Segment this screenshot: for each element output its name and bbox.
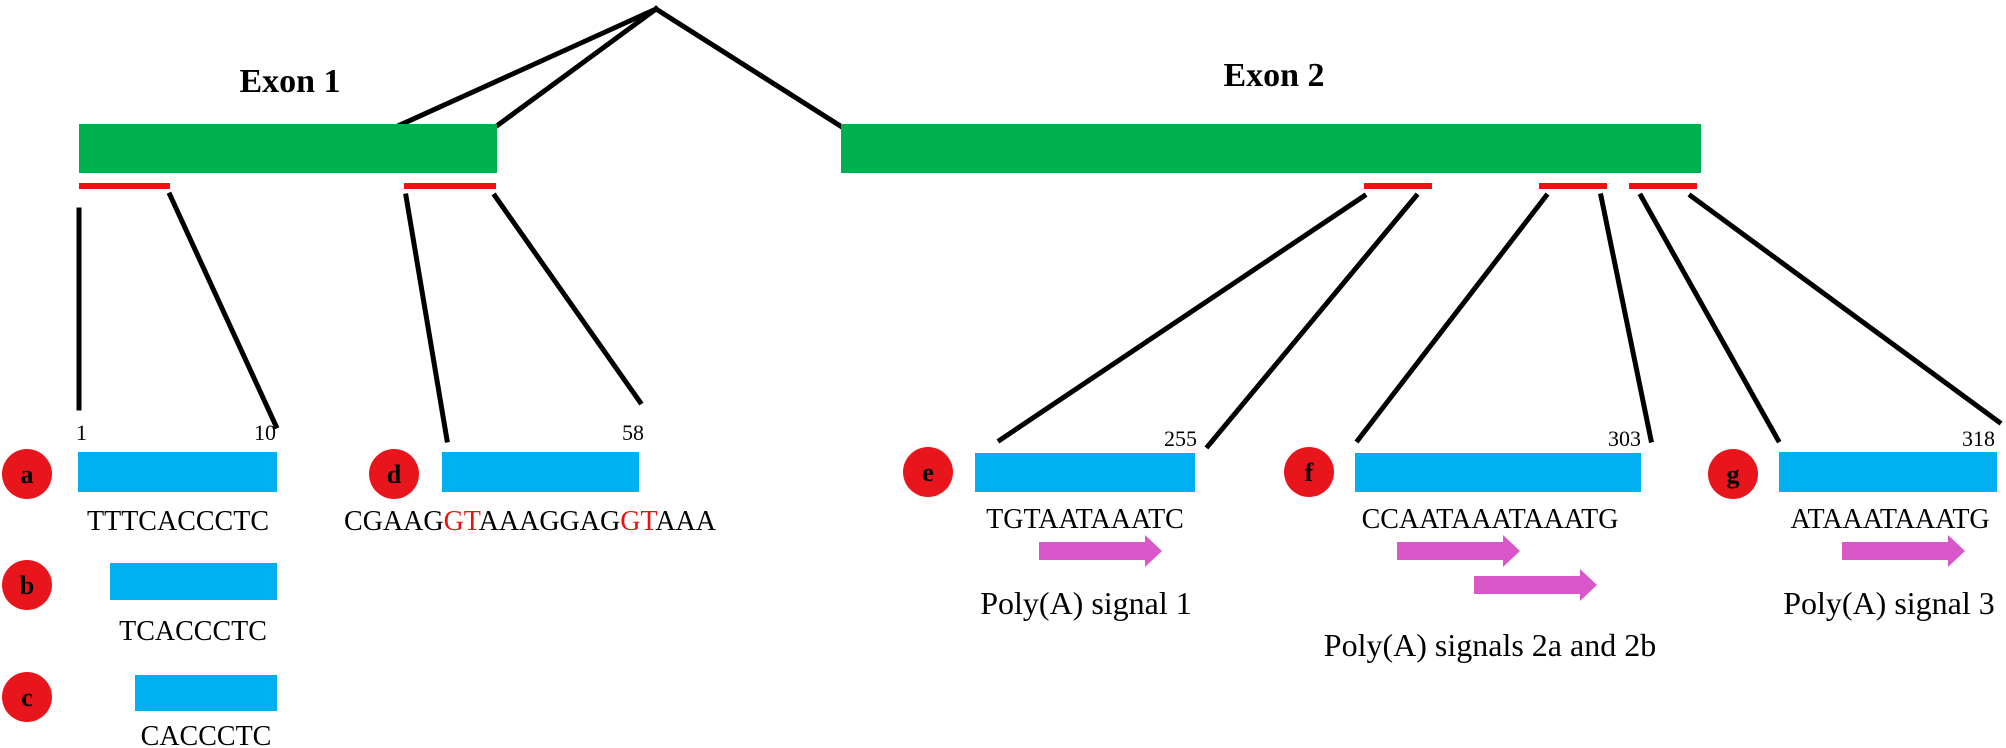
exon-2-bar <box>841 124 1701 173</box>
splice-line-2 <box>494 5 660 129</box>
sequence-d-part-2: AAAGGAG <box>479 506 621 537</box>
position-d-end: 58 <box>622 420 644 445</box>
transcript-bars <box>78 452 1997 711</box>
position-a-end: 10 <box>254 420 276 445</box>
transcript-bar-d <box>442 452 639 492</box>
region-g <box>1629 183 1697 189</box>
sequence-d-gt-1: GT <box>444 506 481 537</box>
marker-g: g <box>1708 449 1758 499</box>
sequence-d-gt-2: GT <box>620 506 657 537</box>
transcript-bar-f <box>1355 453 1641 492</box>
position-f-end: 303 <box>1608 426 1641 451</box>
marker-e: e <box>903 447 953 497</box>
exon-1-label: Exon 1 <box>239 63 340 100</box>
marker-d-letter: d <box>387 460 402 489</box>
zoom-g-left <box>1637 192 1782 444</box>
marker-e-letter: e <box>922 458 934 487</box>
marker-f: f <box>1284 447 1334 497</box>
signal-3-label: Poly(A) signal 3 <box>1783 585 1995 621</box>
exon-1-bar <box>79 124 497 173</box>
transcript-bar-e <box>975 453 1195 492</box>
sequence-a: TTTCACCCTC <box>87 506 269 537</box>
transcript-bar-b <box>110 563 277 600</box>
arrow-signal-1 <box>1039 535 1162 567</box>
zoom-d-left <box>403 193 450 443</box>
marker-c: c <box>2 672 52 722</box>
zoom-g-right <box>1687 192 2003 426</box>
region-a <box>79 183 170 189</box>
arrow-signal-3 <box>1842 535 1965 567</box>
region-d <box>404 183 496 189</box>
region-e <box>1364 183 1432 189</box>
marker-a: a <box>2 449 52 499</box>
marker-b: b <box>2 560 52 610</box>
signal-1-label: Poly(A) signal 1 <box>980 585 1192 621</box>
sequence-g: ATAAATAAATG <box>1790 504 1989 535</box>
transcript-bar-c <box>135 675 277 711</box>
zoom-d-right <box>491 192 644 406</box>
zoom-connectors <box>76 191 2003 450</box>
arrow-signal-2a <box>1397 535 1520 567</box>
marker-d: d <box>369 449 419 499</box>
variant-markers: a b c d e f g <box>2 447 1758 722</box>
sequence-d: CGAAGGTAAAGGAGGTAAA <box>344 506 717 537</box>
transcript-bar-a <box>78 452 277 492</box>
splice-line-3 <box>652 5 846 131</box>
sequence-e: TGTAATAAATC <box>986 504 1184 535</box>
exon-2-label: Exon 2 <box>1223 57 1324 94</box>
marker-c-letter: c <box>21 683 33 712</box>
sequence-f: CCAATAAATAAATG <box>1362 504 1619 535</box>
zoom-e-left <box>996 192 1368 444</box>
region-markers <box>79 183 1697 189</box>
zoom-f-right <box>1598 193 1654 443</box>
arrow-signal-2b <box>1474 569 1597 601</box>
zoom-e-right <box>1204 192 1420 450</box>
zoom-f-left <box>1354 192 1550 444</box>
signal-arrows <box>1039 535 1965 601</box>
marker-a-letter: a <box>21 460 34 489</box>
zoom-a-right <box>166 191 280 430</box>
marker-b-letter: b <box>20 571 34 600</box>
sequence-d-part-3: AAA <box>655 506 716 537</box>
transcript-bar-g <box>1779 452 1997 492</box>
splice-connectors <box>396 5 846 131</box>
position-g-end: 318 <box>1962 426 1995 451</box>
position-e-end: 255 <box>1164 426 1197 451</box>
signal-2-label: Poly(A) signals 2a and 2b <box>1324 627 1656 663</box>
marker-g-letter: g <box>1727 460 1740 489</box>
region-f <box>1539 183 1607 189</box>
sequence-c: CACCCTC <box>141 721 272 748</box>
splice-line-1 <box>396 5 660 129</box>
sequence-d-part-1: CGAAG <box>344 506 444 537</box>
position-a-start: 1 <box>76 420 87 445</box>
marker-f-letter: f <box>1305 458 1314 487</box>
sequence-b: TCACCCTC <box>119 616 267 647</box>
